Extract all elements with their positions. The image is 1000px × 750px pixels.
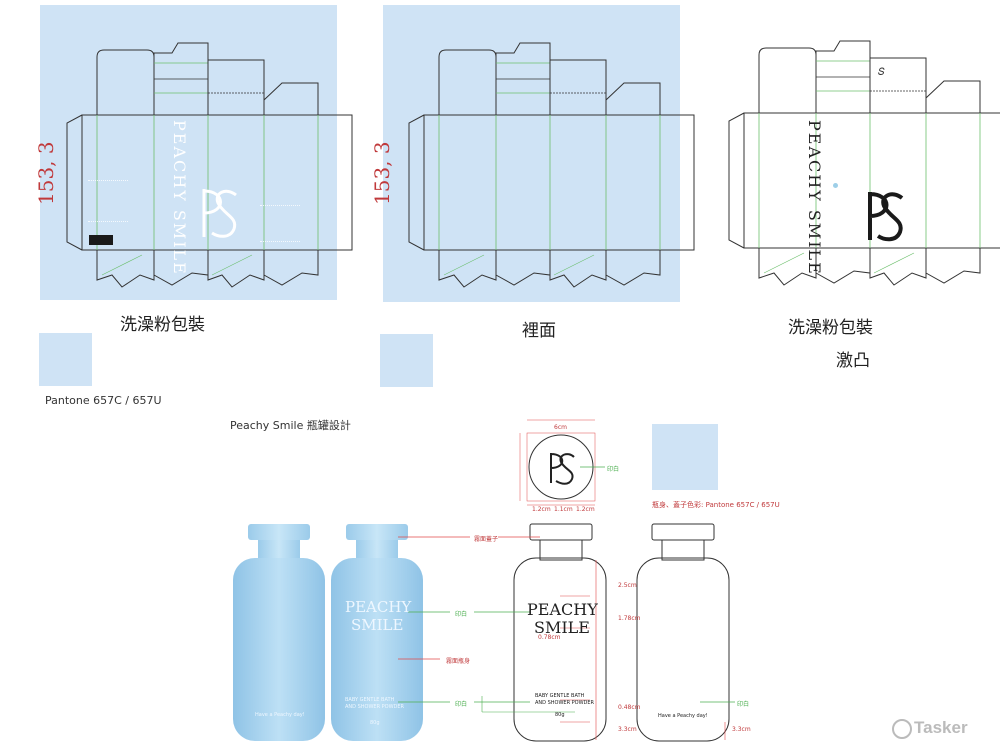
watermark: Tasker — [914, 718, 968, 737]
dim-sub3: 1.2cm — [576, 506, 595, 513]
pantone-swatch-1 — [39, 333, 92, 386]
bottle1-back-text: Have a Peachy day! — [255, 712, 305, 718]
dim-sub2: 1.1cm — [554, 506, 573, 513]
bottle-color-swatch — [652, 424, 718, 490]
bottle3-net-weight: 80g — [555, 712, 565, 718]
bottle3-product-line1: BABY GENTLE BATH — [535, 693, 585, 699]
body-callout: 霧面瓶身 — [446, 658, 471, 665]
emboss-subcaption: 激凸 — [836, 351, 870, 371]
bottle2-brand-line1: PEACHY — [345, 598, 412, 616]
print-callout-3: 印白 — [737, 701, 750, 708]
outer-box-side-text-2 — [260, 205, 300, 242]
dim-d4: 0.48cm — [618, 704, 641, 711]
emboss-box-brand-text: PEACHY SMILE — [805, 120, 824, 276]
dim-d6: 3.3cm — [732, 726, 751, 733]
bottle2-brand-line2: SMILE — [351, 616, 404, 634]
watermark-icon — [892, 719, 912, 739]
print-callout-1: 印白 — [455, 611, 468, 618]
pantone-swatch-2 — [380, 334, 433, 387]
outer-dieline-background — [40, 5, 337, 300]
bottle3-product-line2: AND SHOWER POWDER — [535, 700, 595, 706]
bottle-section-title: Peachy Smile 瓶罐設計 — [230, 419, 351, 432]
outer-box-brand-text: PEACHY SMILE — [170, 120, 189, 276]
inner-dieline-background — [383, 5, 680, 302]
print-callout-2: 印白 — [455, 701, 468, 708]
outer-box-monogram — [196, 185, 242, 241]
outer-caption: 洗澡粉包裝 — [120, 315, 205, 335]
dim-sub1: 1.2cm — [532, 506, 551, 513]
print-callout-top: 印白 — [607, 466, 620, 473]
dim-d3: 0.78cm — [538, 634, 561, 641]
bottle2-product-line1: BABY GENTLE BATH — [345, 697, 395, 703]
bottle2-product-line2: AND SHOWER POWDER — [345, 704, 405, 710]
bottle3-brand-line2: SMILE — [534, 618, 590, 637]
dim-d5: 3.3cm — [618, 726, 637, 733]
emboss-box-dot — [833, 183, 838, 188]
emboss-box-monogram — [862, 188, 908, 244]
dim-d1: 2.5cm — [618, 582, 637, 589]
bottle4-back-text: Have a Peachy day! — [658, 713, 708, 719]
emboss-caption: 洗澡粉包裝 — [788, 318, 873, 338]
pantone-label: Pantone 657C / 657U — [45, 394, 162, 407]
inner-caption: 裡面 — [522, 321, 556, 341]
bottle3-brand-line1: PEACHY — [527, 600, 598, 619]
cap-color-note: 瓶身、蓋子色彩: Pantone 657C / 657U — [652, 501, 780, 509]
outer-box-side-text-1 — [88, 180, 128, 222]
dim-top-width: 6cm — [554, 424, 567, 431]
outer-box-barcode — [89, 235, 113, 245]
bottle2-net-weight: 80g — [370, 720, 380, 726]
dim-d2: 1.78cm — [618, 615, 641, 622]
cap-callout: 霧面蓋子 — [474, 536, 499, 543]
emboss-small-monogram: 𝑆 — [878, 67, 885, 78]
